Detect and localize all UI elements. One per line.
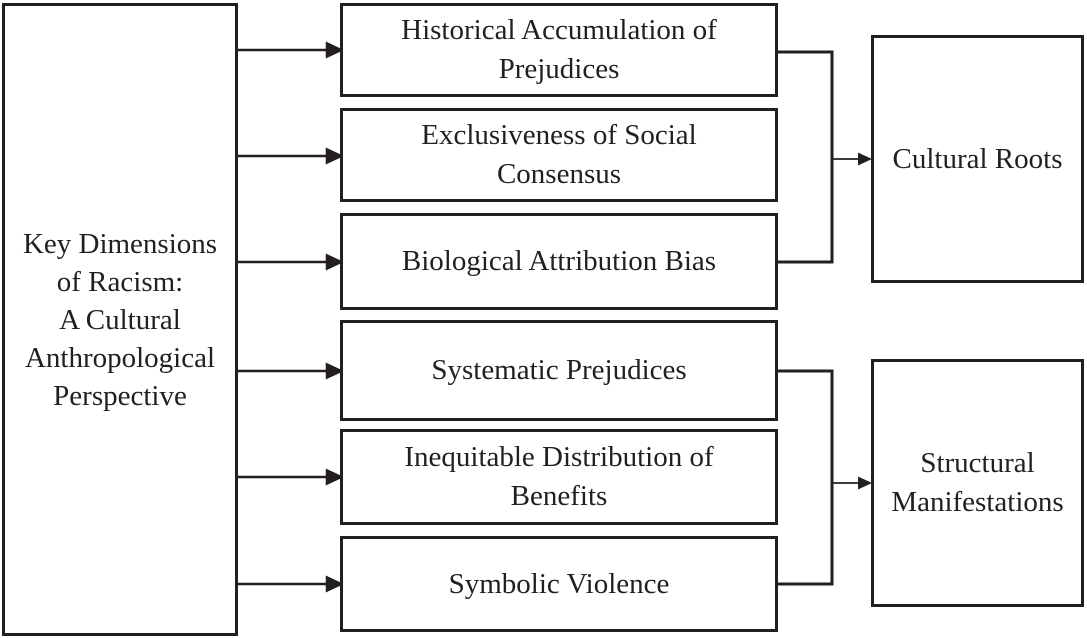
node-systematic-prejudices: Systematic Prejudices (340, 320, 778, 421)
node-source: Key Dimensions of Racism: A Cultural Ant… (2, 3, 238, 636)
node-label: Inequitable Distribution of Benefits (404, 441, 714, 512)
node-inequitable-distribution-of-benefits: Inequitable Distribution of Benefits (340, 429, 778, 525)
node-biological-attribution-bias: Biological Attribution Bias (340, 213, 778, 310)
arrow-source-to-dim3-head (325, 253, 344, 271)
node-label: Exclusiveness of Social Consensus (421, 119, 697, 190)
node-historical-accumulation-of-prejudices: Historical Accumulation of Prejudices (340, 3, 778, 97)
node-label: Biological Attribution Bias (401, 245, 717, 277)
arrow-source-to-dim5-head (325, 468, 344, 486)
node-source-label: Key Dimensions of Racism: A Cultural Ant… (22, 227, 218, 412)
arrow-source-to-dim6-head (325, 575, 344, 593)
node-cultural-roots: Cultural Roots (871, 35, 1084, 283)
node-label: Structural Manifestations (891, 447, 1064, 518)
node-label: Systematic Prejudices (431, 354, 687, 386)
arrow-to-structural-manifestations-head (858, 476, 872, 490)
arrow-source-to-dim2-head (325, 147, 344, 165)
node-exclusiveness-of-social-consensus: Exclusiveness of Social Consensus (340, 108, 778, 202)
arrow-source-to-dim4-head (325, 362, 344, 380)
node-label: Cultural Roots (892, 142, 1063, 175)
arrow-to-cultural-roots-head (858, 152, 872, 166)
node-label: Symbolic Violence (448, 567, 670, 600)
node-label: Historical Accumulation of Prejudices (401, 14, 717, 85)
node-structural-manifestations: Structural Manifestations (871, 359, 1084, 607)
bracket-structural-manifestations (777, 369, 834, 586)
bracket-cultural-roots (777, 50, 834, 264)
arrow-source-to-dim1-head (325, 41, 344, 59)
node-symbolic-violence: Symbolic Violence (340, 536, 778, 632)
